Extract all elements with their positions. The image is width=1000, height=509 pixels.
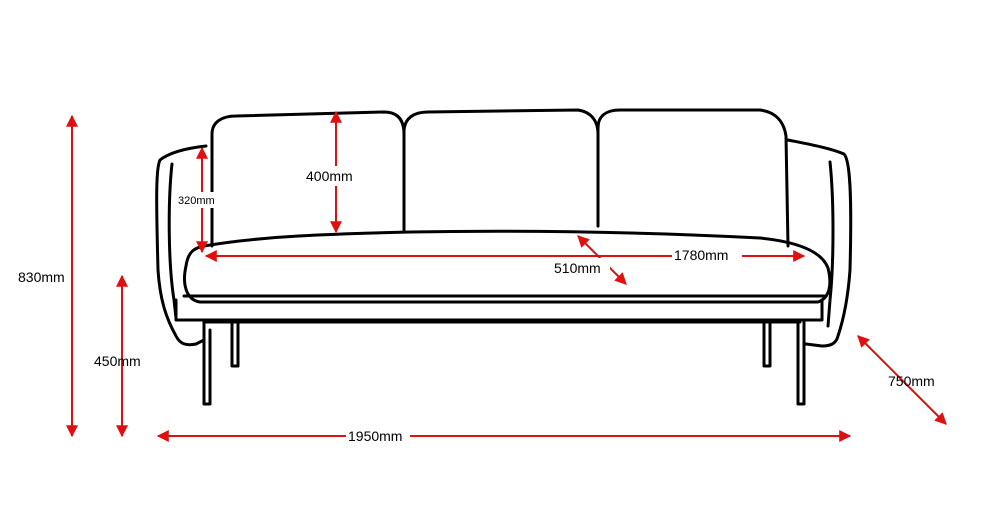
back-cushion-right	[596, 108, 790, 248]
right-arm	[786, 138, 853, 348]
left-arm-inner	[167, 162, 178, 320]
seat-cushion	[183, 229, 832, 304]
sofa-base	[174, 298, 824, 322]
label-seat-width: 1780mm	[674, 247, 728, 263]
label-back-cushion-height: 400mm	[306, 168, 353, 184]
label-total-depth: 750mm	[888, 373, 935, 389]
arrow-total-depth	[857, 335, 947, 425]
label-seat-depth: 510mm	[554, 260, 601, 276]
label-total-height: 830mm	[18, 269, 65, 285]
leg-back-left	[230, 320, 240, 368]
back-cushion-middle	[402, 108, 600, 234]
leg-front-left	[202, 320, 212, 406]
sofa-drawing	[155, 108, 853, 406]
label-arm-height: 320mm	[178, 195, 215, 207]
right-arm-inner	[826, 160, 835, 328]
back-cushion-left	[210, 110, 406, 248]
leg-front-right	[796, 320, 806, 406]
label-total-width: 1950mm	[348, 428, 402, 444]
label-seat-height: 450mm	[94, 353, 141, 369]
left-arm	[155, 144, 208, 347]
leg-back-right	[762, 320, 772, 368]
